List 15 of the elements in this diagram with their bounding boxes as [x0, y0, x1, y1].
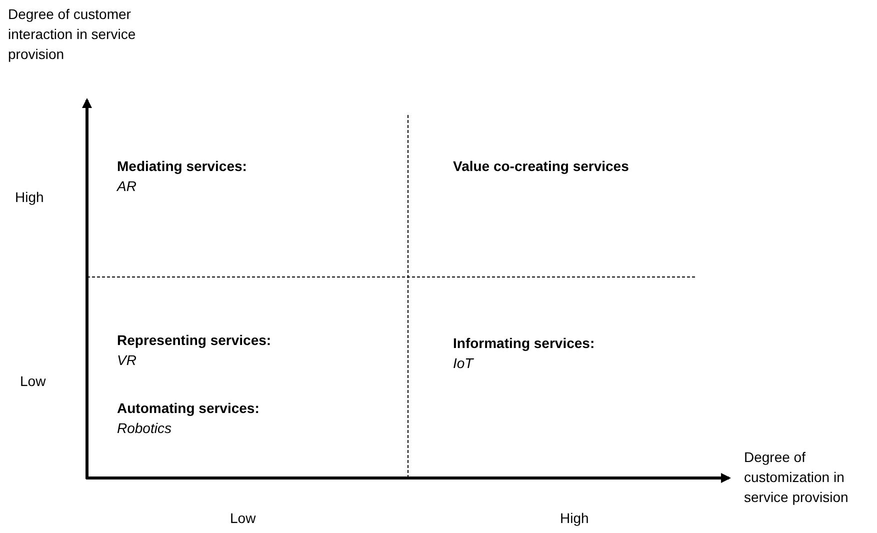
axis-tick-label: Low — [20, 372, 46, 391]
axis-tick-label: Low — [230, 509, 256, 528]
axis-tick-label: High — [560, 509, 589, 528]
quadrant-heading: Value co-creating services — [453, 157, 629, 176]
axis-title: Degree of customization in service provision — [744, 448, 850, 507]
quadrant-heading: Mediating services: — [117, 157, 247, 176]
quadrant-example: IoT — [453, 354, 474, 373]
quadrant-example: AR — [117, 177, 136, 196]
quadrant-example: Robotics — [117, 419, 172, 438]
axis-title: Degree of customer interaction in service provision — [8, 5, 137, 64]
quadrant-heading: Informating services: — [453, 334, 595, 353]
quadrant-example: VR — [117, 351, 136, 370]
axis-tick-label: High — [15, 188, 44, 207]
quadrant-heading: Representing services: — [117, 331, 272, 350]
quadrant-heading: Automating services: — [117, 399, 260, 418]
